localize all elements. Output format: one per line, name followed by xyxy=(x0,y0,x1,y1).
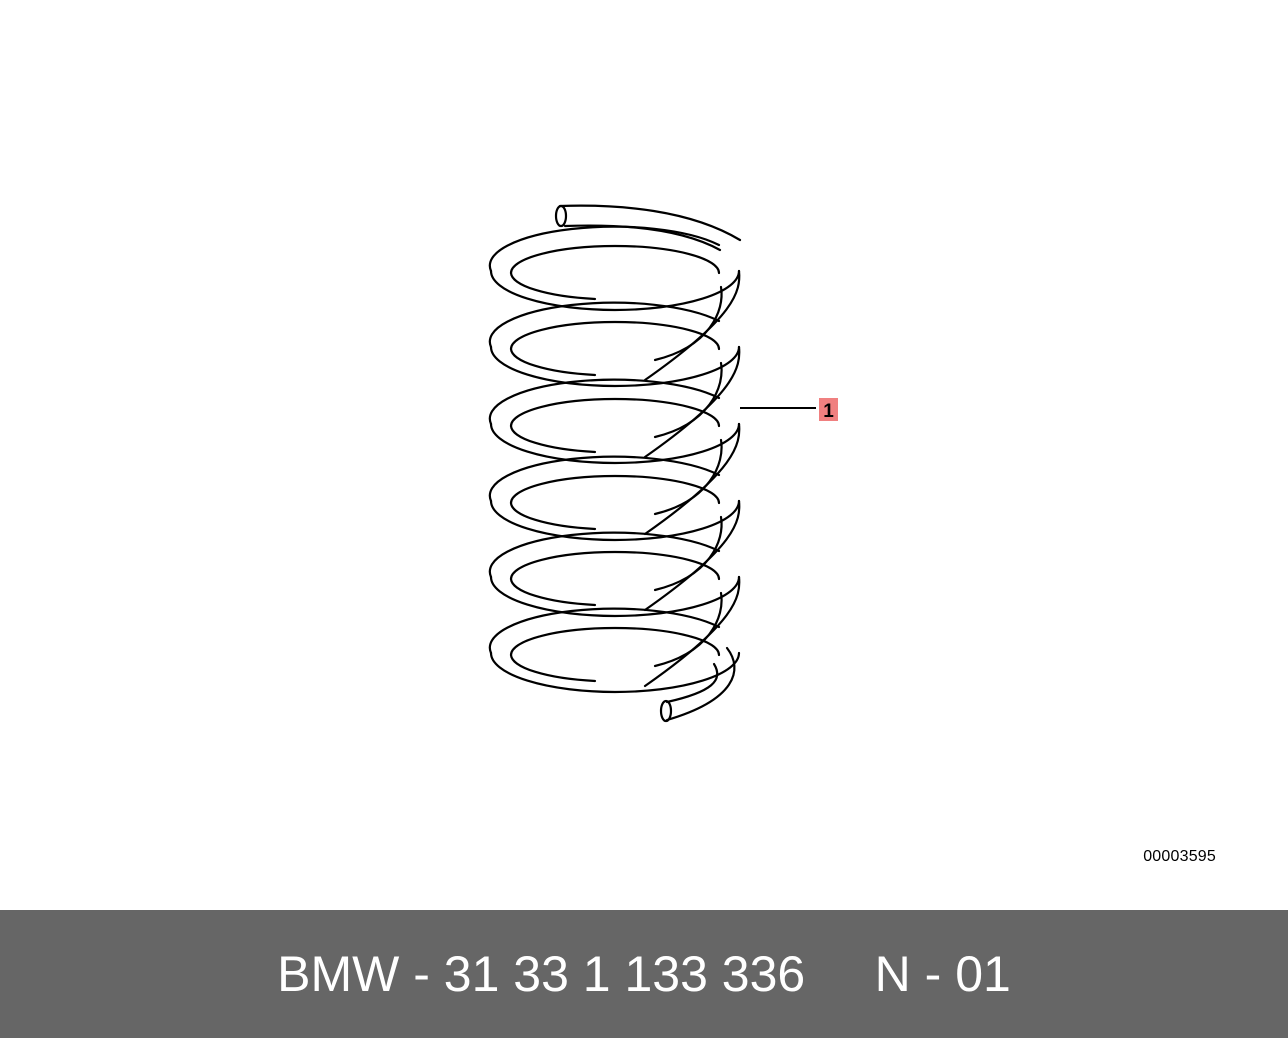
coil-wire-right-inner xyxy=(653,515,723,592)
coil-wire-right-inner xyxy=(653,361,723,439)
coil-back-outer xyxy=(488,301,721,349)
coil-inner-top xyxy=(509,626,721,657)
coil-wire-right-inner xyxy=(653,438,723,516)
callout-highlight xyxy=(819,398,838,421)
coil-front-outer xyxy=(489,575,741,618)
coil-bottom-end-inner xyxy=(665,662,719,704)
coil-wire-right-inner xyxy=(653,285,723,362)
coil-inner-bottom xyxy=(509,271,597,301)
coil-top-end-outer xyxy=(558,204,742,242)
coil-wire-right xyxy=(643,345,741,459)
coil-inner-bottom xyxy=(509,653,597,683)
coil-inner-bottom xyxy=(509,501,597,531)
coil-back-outer xyxy=(488,225,721,273)
coil-inner-top xyxy=(509,320,721,351)
coil-back-outer xyxy=(488,378,721,426)
footer-bar: BMW - 31 33 1 133 336 N - 01 xyxy=(0,910,1288,1038)
coil-front-outer xyxy=(489,422,741,465)
diagram-id-label: 00003595 xyxy=(1143,848,1216,865)
part-number-footer: BMW - 31 33 1 133 336 N - 01 xyxy=(277,946,1011,1002)
coil-back-outer xyxy=(488,607,721,655)
coil-spring-drawing: 1 xyxy=(488,204,838,723)
coil-wire-right xyxy=(643,422,741,536)
coil-inner-top xyxy=(509,474,721,505)
coil-wire-right-inner xyxy=(653,591,723,668)
coil-wire-right xyxy=(643,499,741,612)
coil-bottom-end-outer xyxy=(665,646,736,722)
coil-front-outer xyxy=(489,651,741,694)
coil-inner-bottom xyxy=(509,577,597,607)
coil-top-end-inner xyxy=(563,224,722,252)
coil-bottom-end-cap xyxy=(659,699,673,723)
coil-back-outer xyxy=(488,531,721,579)
coil-inner-bottom xyxy=(509,347,597,377)
coil-back-outer xyxy=(488,455,721,503)
coil-wire-right xyxy=(643,269,741,382)
coil-front-outer xyxy=(489,345,741,388)
coil-front-outer xyxy=(489,269,741,312)
coil-front-outer xyxy=(489,499,741,542)
coil-inner-top xyxy=(509,397,721,428)
coil-wire-right xyxy=(643,575,741,688)
coil-inner-top xyxy=(509,244,721,275)
coil-top-end-cap xyxy=(554,204,568,228)
coil-inner-top xyxy=(509,550,721,581)
coil-inner-bottom xyxy=(509,424,597,454)
callout-number-1[interactable]: 1 xyxy=(823,401,834,422)
coil-spring xyxy=(488,204,742,723)
